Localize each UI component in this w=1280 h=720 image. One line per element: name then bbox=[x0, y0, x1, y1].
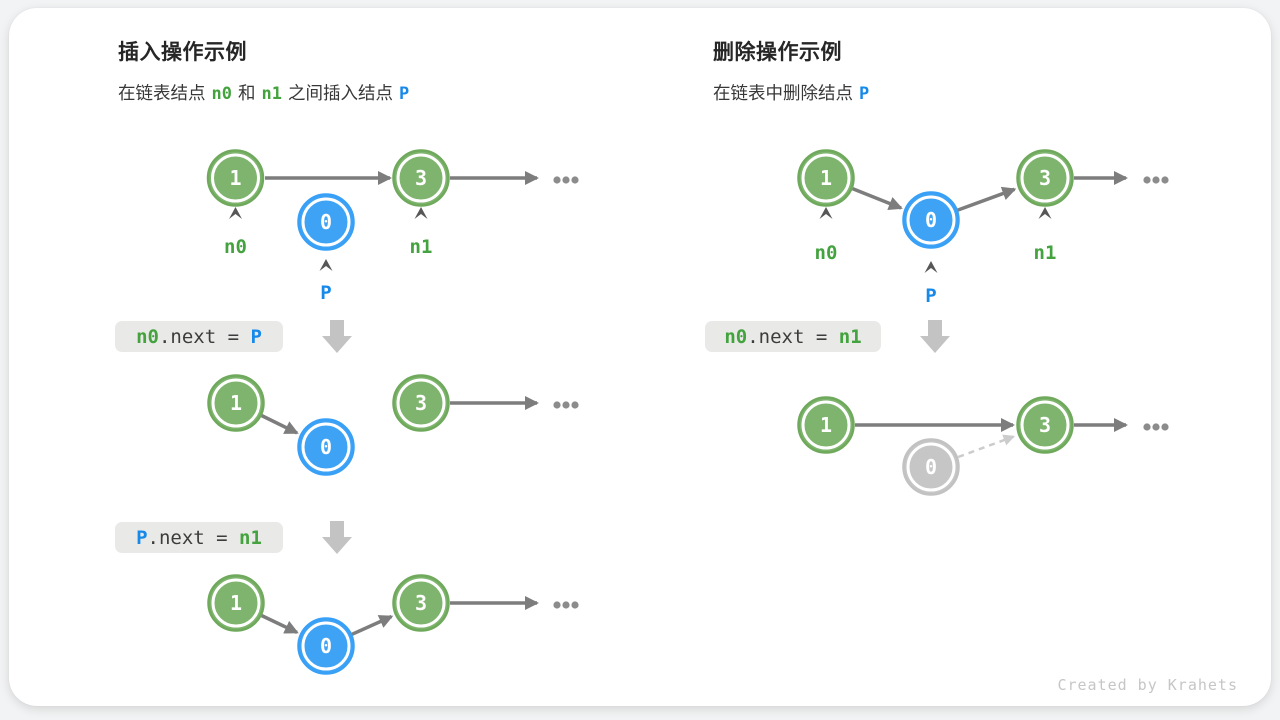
dashed-arrow-removed-0-to-3 bbox=[957, 434, 1016, 459]
node-1: 1 bbox=[797, 396, 855, 454]
ellipsis bbox=[1143, 176, 1169, 184]
pointer-caret-icon bbox=[319, 259, 333, 271]
node-value: 3 bbox=[415, 166, 427, 190]
node-value: 0 bbox=[320, 210, 332, 234]
insert-code-step2: P.next = n1 bbox=[115, 522, 283, 553]
node-value: 1 bbox=[820, 166, 832, 190]
code-mid: .next = bbox=[158, 325, 251, 348]
subtitle-text: 之间插入结点 bbox=[287, 83, 393, 103]
node-p: 0 bbox=[297, 193, 355, 251]
node-value: 3 bbox=[1039, 413, 1051, 437]
label-n0: n0 bbox=[815, 242, 838, 264]
node-value: 1 bbox=[230, 391, 242, 415]
down-arrow-icon bbox=[322, 320, 352, 353]
label-n1: n1 bbox=[410, 236, 433, 258]
pointer-caret-icon bbox=[924, 261, 938, 273]
ellipsis bbox=[553, 401, 579, 409]
pointer-caret-icon bbox=[229, 207, 242, 219]
code-lhs: n0 bbox=[136, 325, 159, 348]
down-arrow-icon bbox=[920, 320, 950, 353]
node-value: 1 bbox=[230, 591, 242, 615]
node-value: 0 bbox=[320, 435, 332, 459]
node-value: 1 bbox=[820, 413, 832, 437]
node-3: 3 bbox=[392, 149, 450, 207]
code-rhs: P bbox=[250, 325, 262, 348]
node-p: 0 bbox=[297, 617, 355, 675]
node-3: 3 bbox=[1016, 149, 1074, 207]
ellipsis bbox=[553, 176, 579, 184]
insert-code-step1: n0.next = P bbox=[115, 321, 283, 352]
node-3: 3 bbox=[392, 574, 450, 632]
node-1: 1 bbox=[206, 149, 265, 207]
delete-diagram-final: 1 3 0 bbox=[797, 396, 1169, 496]
var-p: P bbox=[398, 84, 410, 104]
arrow-0-to-3 bbox=[957, 186, 1017, 212]
node-value: 3 bbox=[1039, 166, 1051, 190]
node-3: 3 bbox=[1016, 396, 1074, 454]
arrow-0-to-3 bbox=[351, 614, 394, 636]
delete-code-step1: n0.next = n1 bbox=[705, 321, 881, 352]
insert-diagram-initial: 1 3 0 n0 n1 P bbox=[206, 149, 579, 304]
code-lhs: P bbox=[136, 526, 148, 549]
node-value: 0 bbox=[320, 634, 332, 658]
node-value: 3 bbox=[415, 591, 427, 615]
node-p: 0 bbox=[902, 191, 960, 249]
node-p: 0 bbox=[297, 418, 355, 476]
label-n1: n1 bbox=[1034, 242, 1057, 264]
ellipsis bbox=[553, 601, 579, 609]
credit-text: Created by Krahets bbox=[1057, 676, 1238, 694]
node-value: 0 bbox=[925, 455, 937, 479]
code-mid: .next = bbox=[747, 325, 839, 348]
node-3: 3 bbox=[392, 374, 450, 432]
delete-panel-subtitle: 在链表中删除结点 P bbox=[713, 80, 875, 105]
down-arrow-icon bbox=[322, 521, 352, 554]
subtitle-text: 和 bbox=[237, 83, 256, 103]
delete-diagram-initial: 1 3 0 n0 n1 P bbox=[797, 149, 1169, 307]
insert-diagram-final: 1 3 0 bbox=[207, 574, 579, 675]
arrow-1-to-0 bbox=[851, 186, 903, 211]
insert-diagram-after-step1: 1 3 0 bbox=[207, 374, 579, 476]
node-1: 1 bbox=[207, 574, 265, 632]
pointer-caret-icon bbox=[819, 207, 833, 219]
node-1: 1 bbox=[207, 374, 265, 432]
node-value: 1 bbox=[229, 166, 241, 190]
arrow-1-to-0 bbox=[260, 413, 299, 435]
node-value: 0 bbox=[925, 208, 937, 232]
var-n0: n0 bbox=[211, 84, 232, 104]
var-n1: n1 bbox=[261, 84, 282, 104]
subtitle-text: 在链表结点 bbox=[118, 83, 206, 103]
delete-panel-title: 删除操作示例 bbox=[713, 41, 842, 64]
arrow-1-to-0 bbox=[260, 613, 299, 634]
insert-panel-title: 插入操作示例 bbox=[118, 41, 247, 64]
code-mid: .next = bbox=[147, 526, 240, 549]
node-1: 1 bbox=[797, 149, 855, 207]
node-value: 3 bbox=[415, 391, 427, 415]
node-removed-0: 0 bbox=[902, 438, 960, 496]
label-n0: n0 bbox=[224, 236, 247, 258]
code-rhs: n1 bbox=[239, 526, 262, 549]
code-lhs: n0 bbox=[724, 325, 748, 348]
var-p: P bbox=[859, 84, 870, 104]
label-p: P bbox=[925, 285, 936, 307]
pointer-caret-icon bbox=[1038, 207, 1052, 219]
code-rhs: n1 bbox=[838, 325, 862, 348]
subtitle-text: 在链表中删除结点 bbox=[713, 83, 853, 103]
ellipsis bbox=[1143, 423, 1169, 431]
label-p: P bbox=[320, 282, 331, 304]
pointer-caret-icon bbox=[414, 207, 428, 219]
